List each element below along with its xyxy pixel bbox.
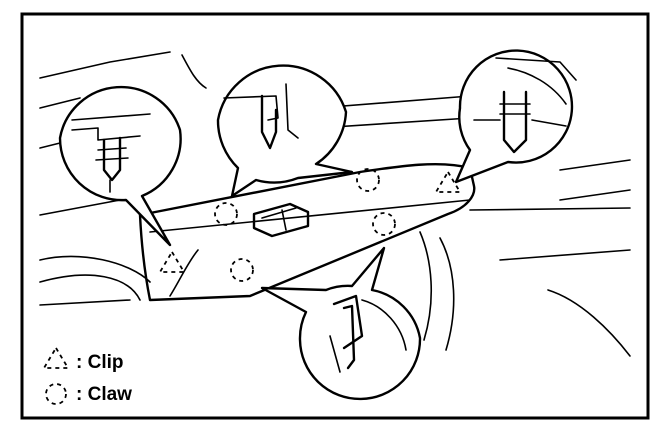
window-switch-panel bbox=[138, 162, 476, 302]
door-trim-background bbox=[39, 51, 631, 357]
legend: : Clip : Claw bbox=[42, 346, 132, 405]
callout-clip-right bbox=[454, 49, 577, 184]
claw-legend-label: : Claw bbox=[76, 384, 132, 405]
clip-marker-right bbox=[434, 170, 462, 193]
callout-claw-top bbox=[216, 64, 354, 198]
claw-marker-4 bbox=[230, 258, 254, 282]
claw-marker-1 bbox=[214, 202, 238, 226]
clip-legend-label: : Clip bbox=[76, 352, 124, 373]
claw-marker-2 bbox=[356, 168, 380, 192]
clip-legend-icon bbox=[42, 346, 70, 369]
figure-frame bbox=[20, 12, 650, 420]
claw-legend-icon bbox=[45, 383, 67, 405]
callout-clip-left bbox=[58, 85, 182, 247]
callout-claw-bottom bbox=[260, 246, 422, 401]
clip-marker-left bbox=[158, 250, 186, 273]
claw-marker-3 bbox=[372, 212, 396, 236]
window-switch-button bbox=[252, 202, 310, 238]
